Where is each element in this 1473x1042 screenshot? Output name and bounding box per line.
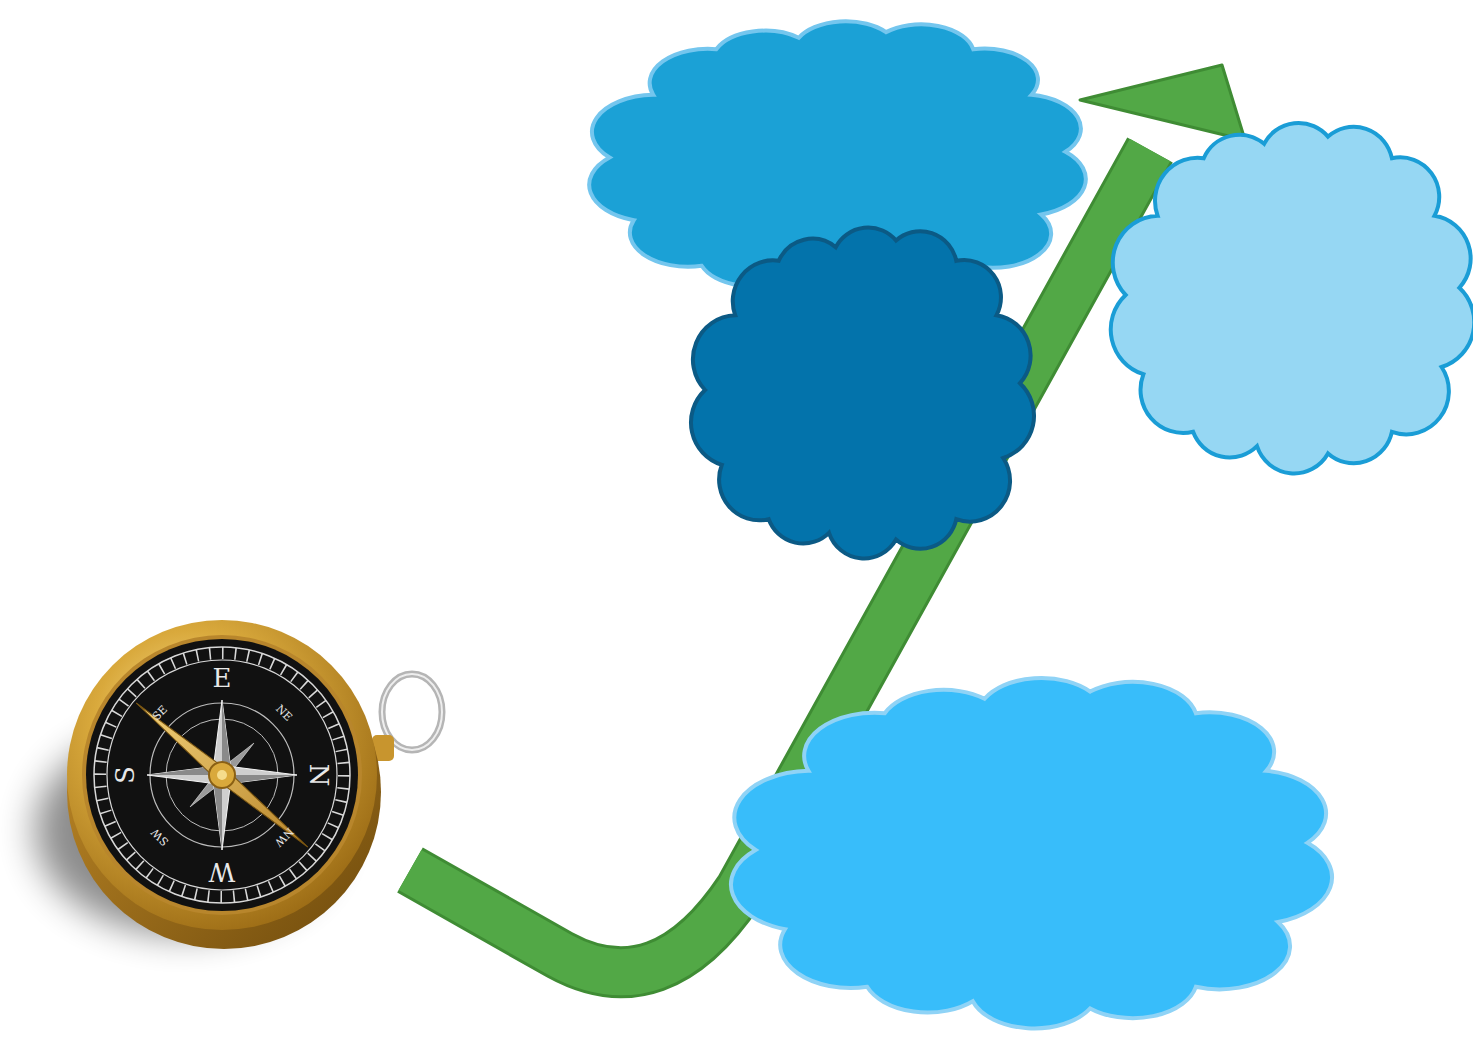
compass-illustration [35, 620, 442, 949]
compass-letter: S [112, 766, 138, 784]
compass-letter: SE [150, 703, 169, 722]
cloud-shape [731, 678, 1332, 1028]
compass-letter: N [306, 764, 332, 787]
compass-letter: NE [274, 703, 294, 723]
cloud-shape [1111, 123, 1473, 473]
compass-letter: E [213, 665, 232, 691]
compass-letter: NW [273, 826, 296, 849]
compass-letter: W [209, 859, 236, 885]
cloud-shape [691, 228, 1034, 559]
compass-letter: SW [149, 827, 170, 848]
